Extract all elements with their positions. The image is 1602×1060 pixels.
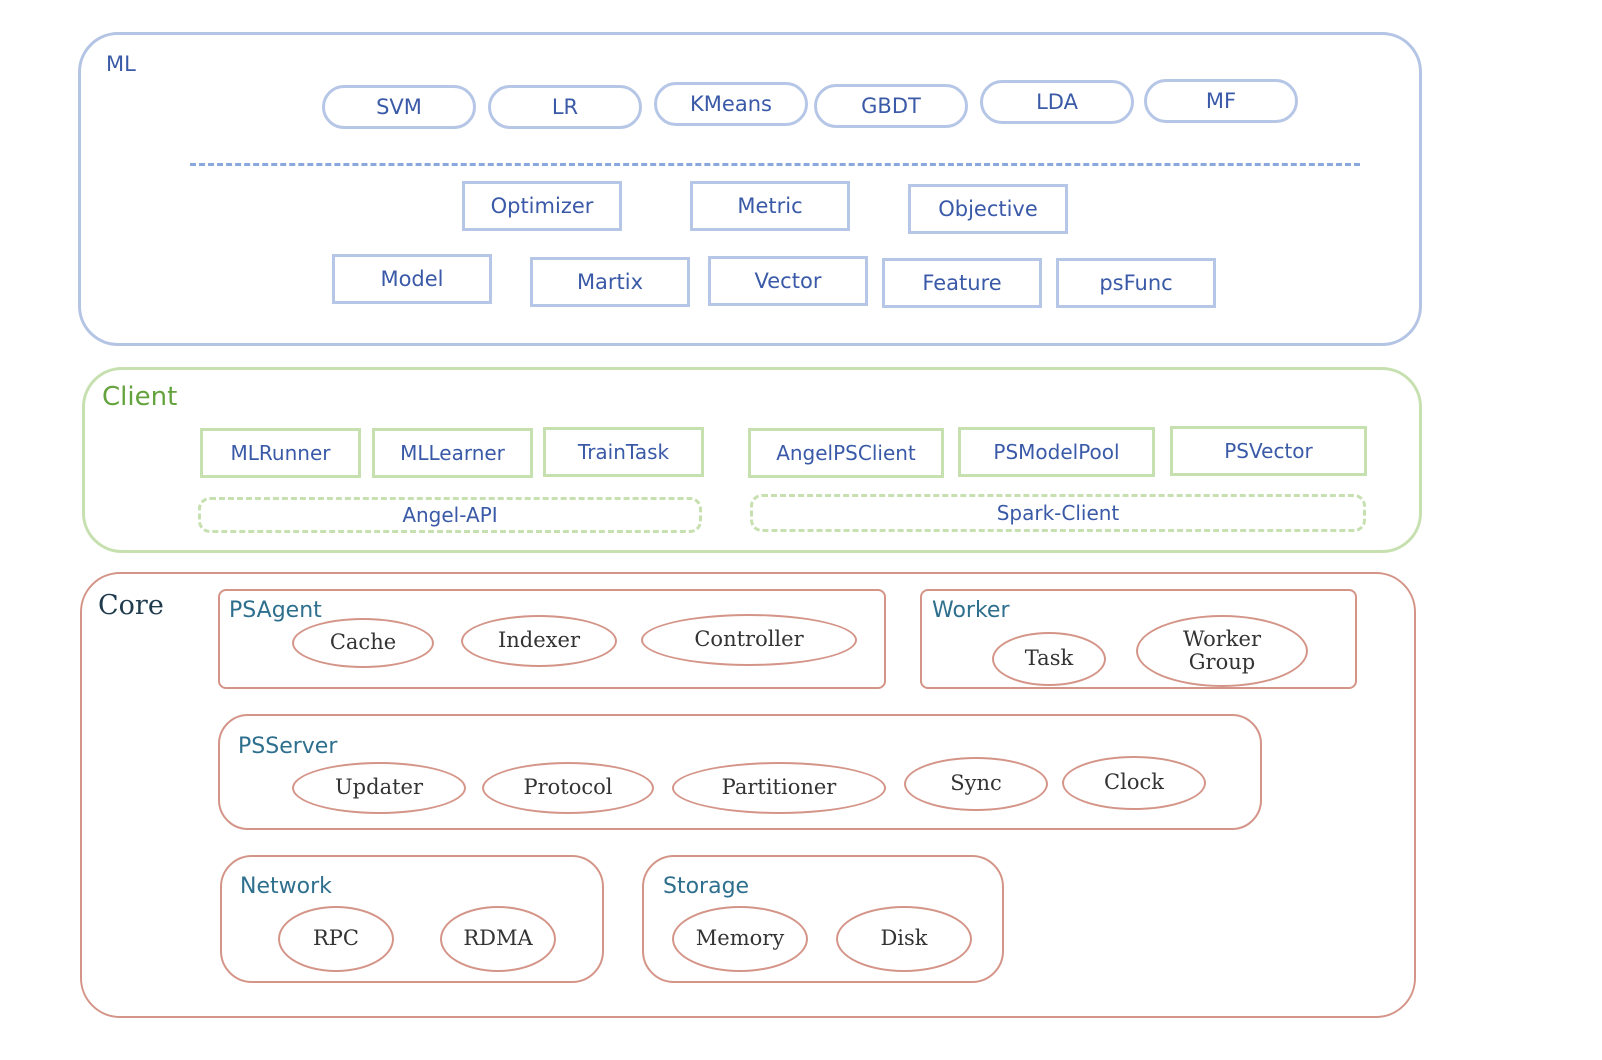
algorithm-kmeans: KMeans <box>654 82 808 126</box>
psmodelpool-box: PSModelPool <box>958 427 1155 477</box>
martix-box: Martix <box>530 257 690 307</box>
mllearner-box: MLLearner <box>372 428 533 478</box>
angelpsclient-box: AngelPSClient <box>748 428 944 478</box>
rdma-oval: RDMA <box>440 906 556 972</box>
client-layer <box>82 367 1422 553</box>
traintask-box: TrainTask <box>543 427 704 477</box>
task-oval: Task <box>992 632 1106 686</box>
memory-oval: Memory <box>672 906 808 972</box>
ml-layer <box>78 32 1422 346</box>
network-title: Network <box>240 874 332 899</box>
worker-title: Worker <box>932 598 1010 623</box>
algorithm-gbdt: GBDT <box>814 84 968 128</box>
indexer-oval: Indexer <box>461 615 617 667</box>
core-layer-title: Core <box>98 590 164 621</box>
algorithm-lr: LR <box>488 85 642 129</box>
psfunc-box: psFunc <box>1056 258 1216 308</box>
metric-box: Metric <box>690 181 850 231</box>
disk-oval: Disk <box>836 906 972 972</box>
ml-layer-title: ML <box>106 52 136 76</box>
psagent-title: PSAgent <box>229 598 322 623</box>
sync-oval: Sync <box>904 757 1048 811</box>
clock-oval: Clock <box>1062 756 1206 810</box>
model-box: Model <box>332 254 492 304</box>
ml-separator-line <box>190 163 1360 166</box>
updater-oval: Updater <box>292 762 466 814</box>
spark-client-group: Spark-Client <box>750 494 1366 532</box>
algorithm-lda: LDA <box>980 80 1134 124</box>
protocol-oval: Protocol <box>482 762 654 814</box>
algorithm-mf: MF <box>1144 79 1298 123</box>
worker-group-oval: Worker Group <box>1136 615 1308 687</box>
cache-oval: Cache <box>292 618 434 668</box>
psserver-title: PSServer <box>238 734 338 759</box>
feature-box: Feature <box>882 258 1042 308</box>
partitioner-oval: Partitioner <box>672 762 886 814</box>
objective-box: Objective <box>908 184 1068 234</box>
angel-api-group: Angel-API <box>198 497 702 533</box>
algorithm-svm: SVM <box>322 85 476 129</box>
mlrunner-box: MLRunner <box>200 428 361 478</box>
controller-oval: Controller <box>641 614 857 666</box>
vector-box: Vector <box>708 256 868 306</box>
storage-title: Storage <box>663 874 750 899</box>
client-layer-title: Client <box>102 382 178 412</box>
psvector-box: PSVector <box>1170 426 1367 476</box>
core-layer <box>80 572 1416 1018</box>
rpc-oval: RPC <box>278 906 394 972</box>
optimizer-box: Optimizer <box>462 181 622 231</box>
